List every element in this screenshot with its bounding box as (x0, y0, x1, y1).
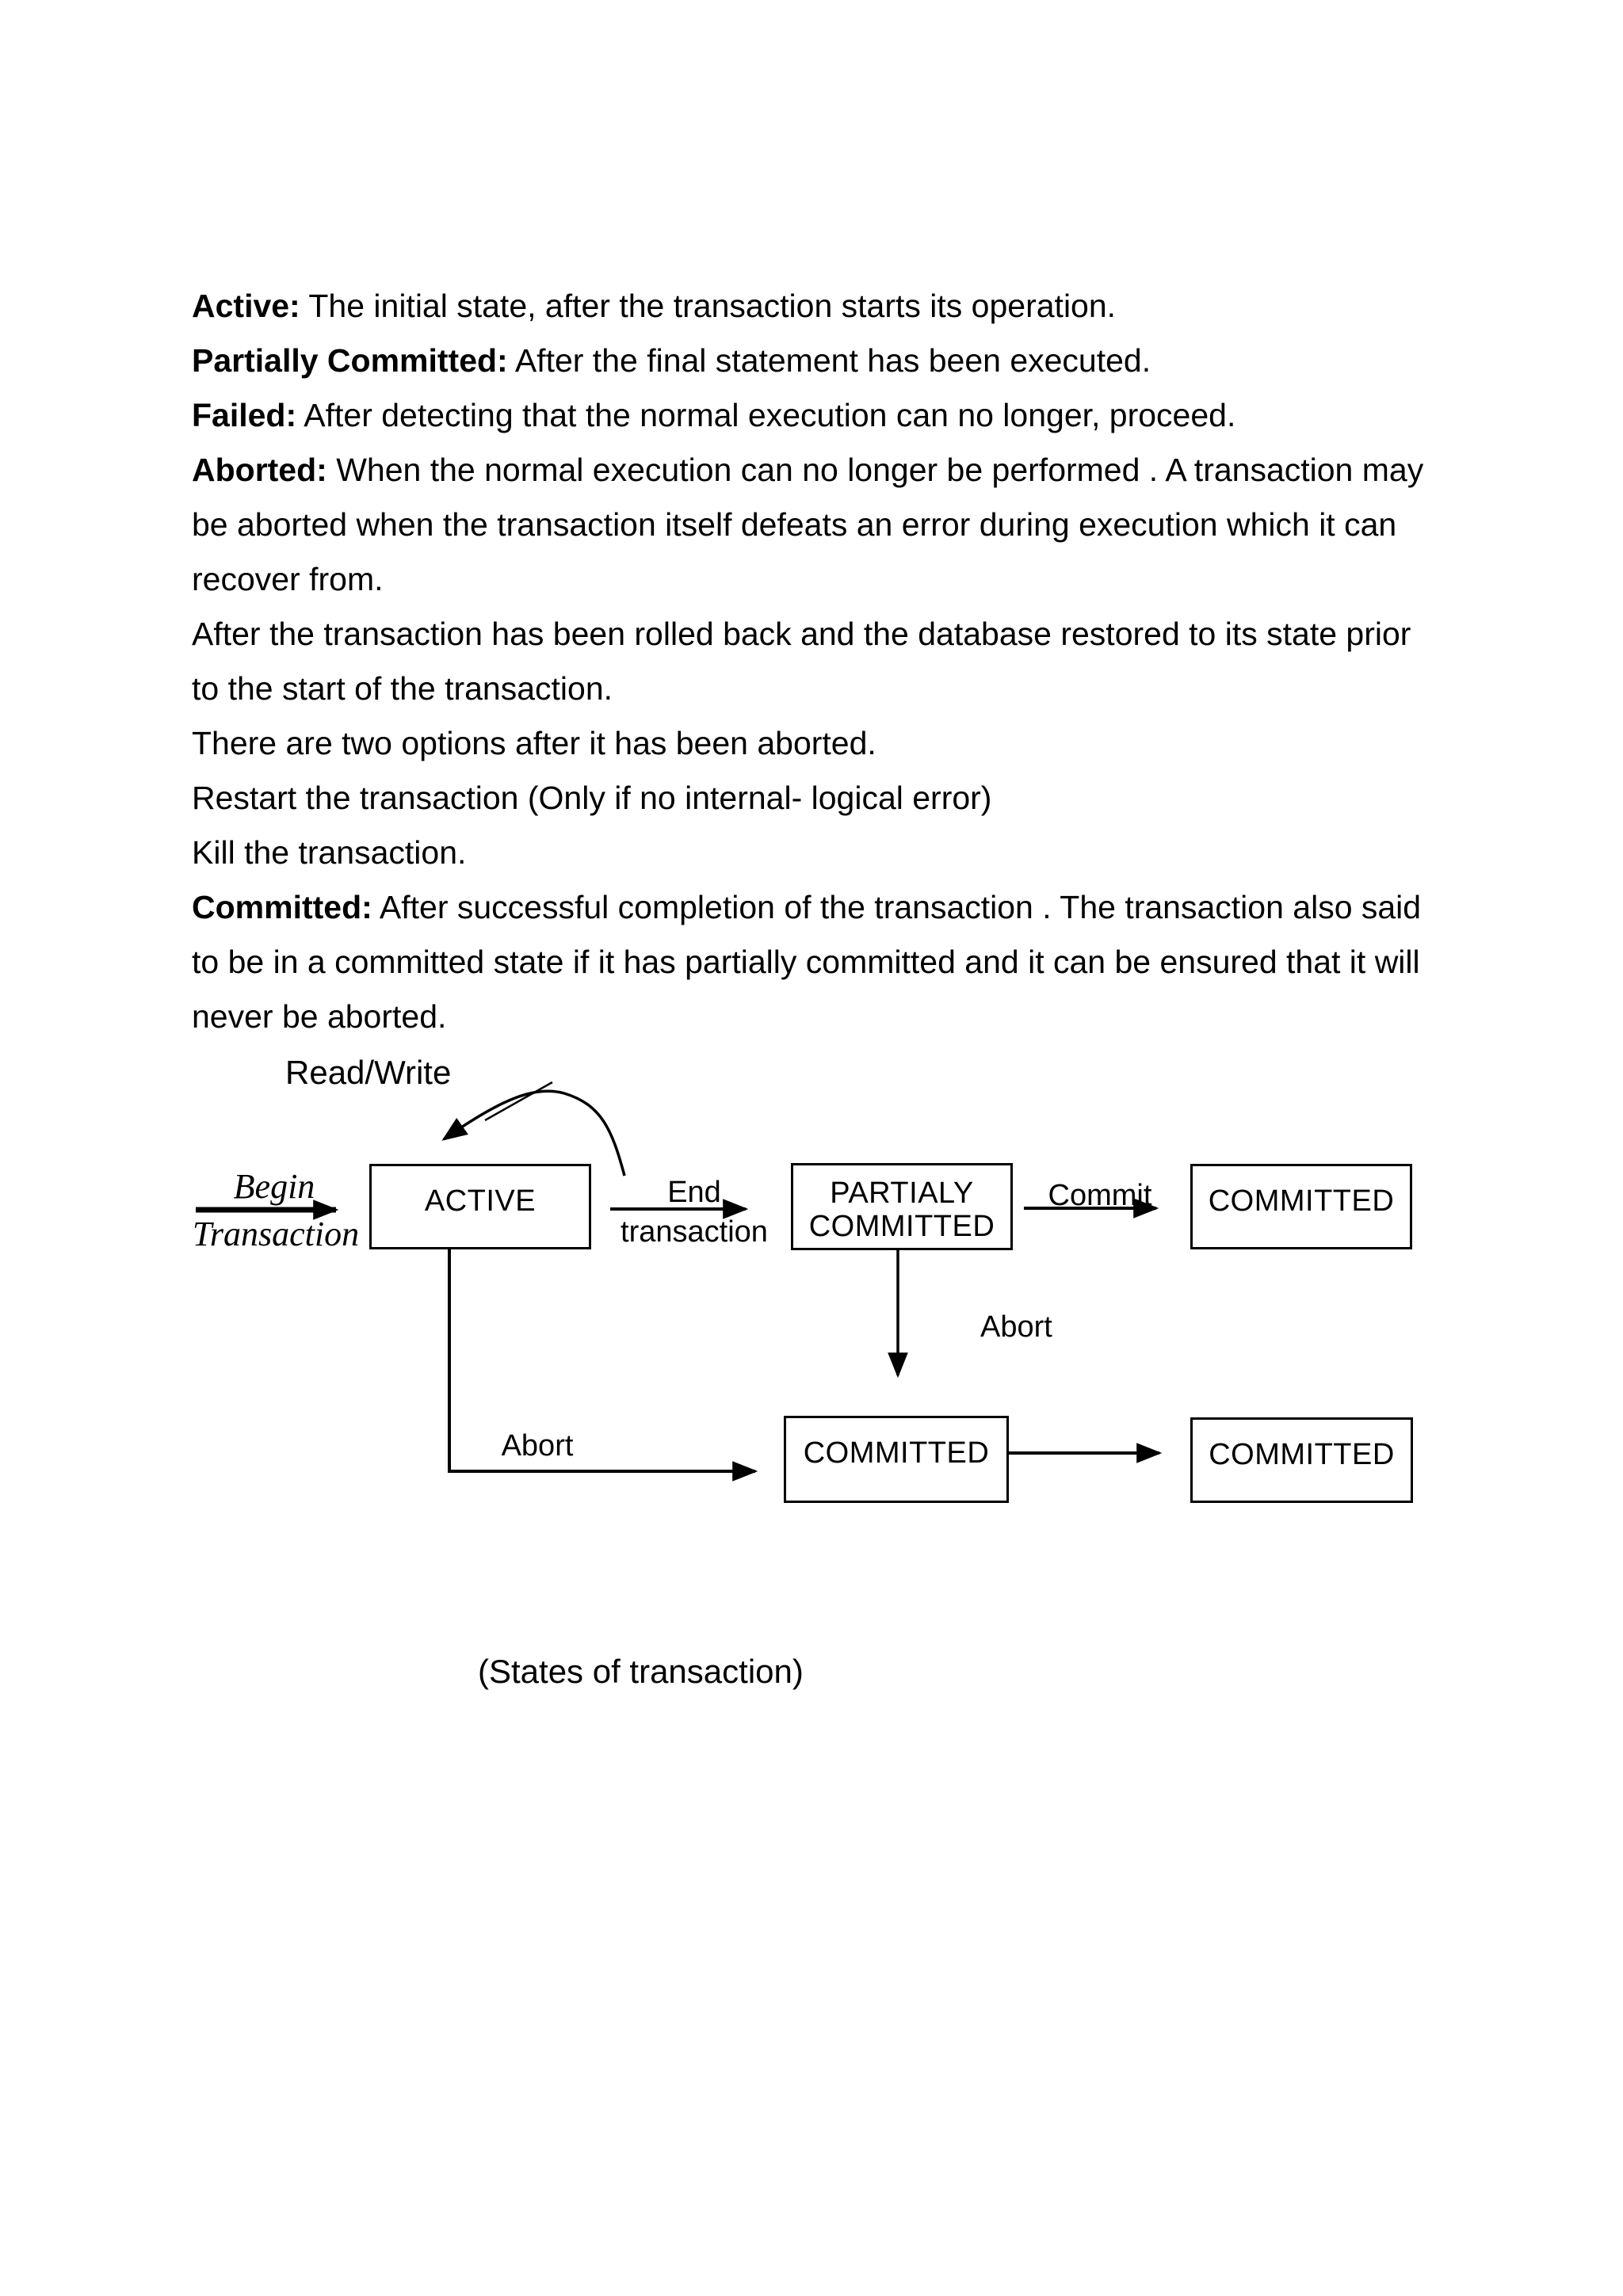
paragraph-text: Restart the transaction (Only if no inte… (192, 780, 992, 816)
node-committed-bottom-middle-label: COMMITTED (803, 1436, 990, 1470)
node-active: ACTIVE (369, 1164, 591, 1249)
paragraph-text: There are two options after it has been … (192, 725, 876, 761)
read-write-loop-extra-stroke (484, 1081, 553, 1122)
paragraph: Partially Committed: After the final sta… (192, 334, 1428, 388)
node-committed-bottom-middle: COMMITTED (784, 1416, 1009, 1503)
paragraph-text: The initial state, after the transaction… (300, 288, 1117, 324)
commit-label: Commit (1048, 1179, 1152, 1212)
abort-label-lower: Abort (501, 1429, 574, 1463)
paragraph-text: After the final statement has been execu… (507, 342, 1151, 379)
node-active-label: ACTIVE (424, 1184, 537, 1218)
abort-label-upper: Abort (980, 1310, 1052, 1344)
paragraph: Restart the transaction (Only if no inte… (192, 771, 1428, 826)
node-committed-bottom-right: COMMITTED (1190, 1417, 1413, 1503)
node-committed-top-right-label: COMMITTED (1208, 1184, 1395, 1218)
paragraph-text: After detecting that the normal executio… (296, 397, 1236, 433)
diagram-caption: (States of transaction) (478, 1653, 804, 1690)
body-text: Active: The initial state, after the tra… (192, 279, 1428, 1044)
paragraph-lead: Committed: (192, 889, 372, 925)
node-committed-bottom-right-label: COMMITTED (1209, 1438, 1395, 1471)
begin-label: Begin (233, 1167, 315, 1206)
paragraph: Failed: After detecting that the normal … (192, 388, 1428, 443)
abort-left-elbow-arrow (448, 1249, 758, 1482)
paragraph-text: Kill the transaction. (192, 834, 467, 871)
end-transaction-label-line1: End (667, 1176, 721, 1209)
paragraph: There are two options after it has been … (192, 716, 1428, 771)
transaction-label: Transaction (192, 1215, 360, 1253)
paragraph: Kill the transaction. (192, 826, 1428, 880)
paragraph-lead: Aborted: (192, 452, 327, 488)
paragraph-lead: Active: (192, 288, 300, 324)
paragraph-text: When the normal execution can no longer … (192, 452, 1424, 597)
read-write-self-loop-arrow (441, 1089, 626, 1177)
paragraph-lead: Failed: (192, 397, 297, 433)
paragraph: Aborted: When the normal execution can n… (192, 443, 1428, 607)
end-transaction-label-line2: transaction (621, 1215, 768, 1249)
node-partially-committed-line1: PARTIALY (830, 1177, 974, 1210)
node-partially-committed: PARTIALY COMMITTED (791, 1163, 1013, 1250)
node-committed-top-right: COMMITTED (1190, 1164, 1412, 1249)
paragraph: Committed: After successful completion o… (192, 880, 1428, 1044)
paragraph: Active: The initial state, after the tra… (192, 279, 1428, 334)
paragraph-lead: Partially Committed: (192, 342, 508, 379)
paragraph-text: After successful completion of the trans… (192, 889, 1422, 1035)
node-partially-committed-line2: COMMITTED (808, 1210, 995, 1243)
paragraph-text: After the transaction has been rolled ba… (192, 616, 1411, 707)
paragraph: After the transaction has been rolled ba… (192, 607, 1428, 716)
read-write-label: Read/Write (285, 1054, 452, 1091)
